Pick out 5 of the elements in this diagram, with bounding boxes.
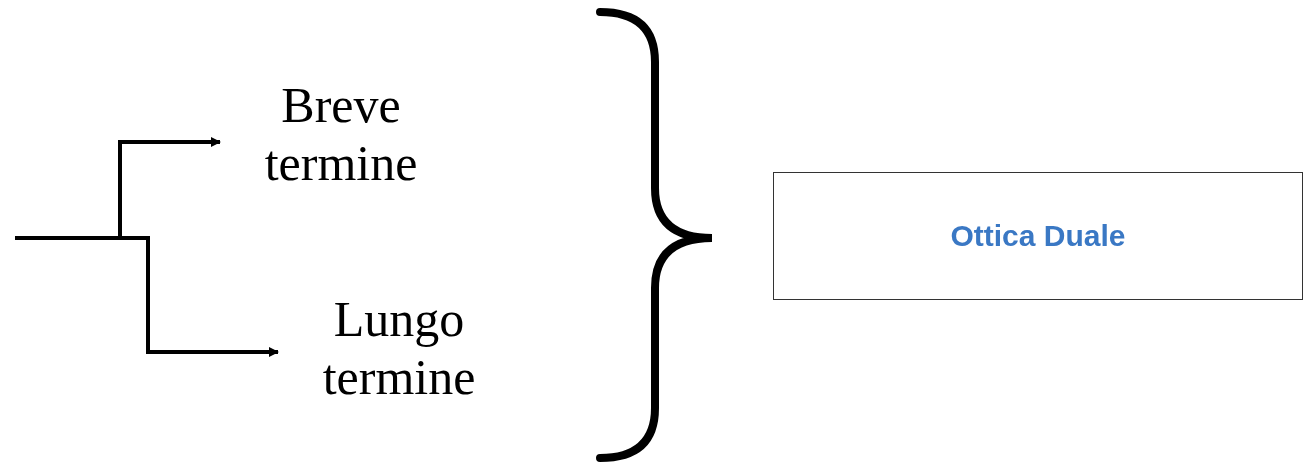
arrow	[15, 236, 279, 357]
term-label: Lungo termine	[284, 290, 514, 406]
process-box	[773, 172, 1303, 300]
box-label: Ottica Duale	[950, 219, 1126, 253]
term-label: Breve termine	[226, 76, 456, 192]
